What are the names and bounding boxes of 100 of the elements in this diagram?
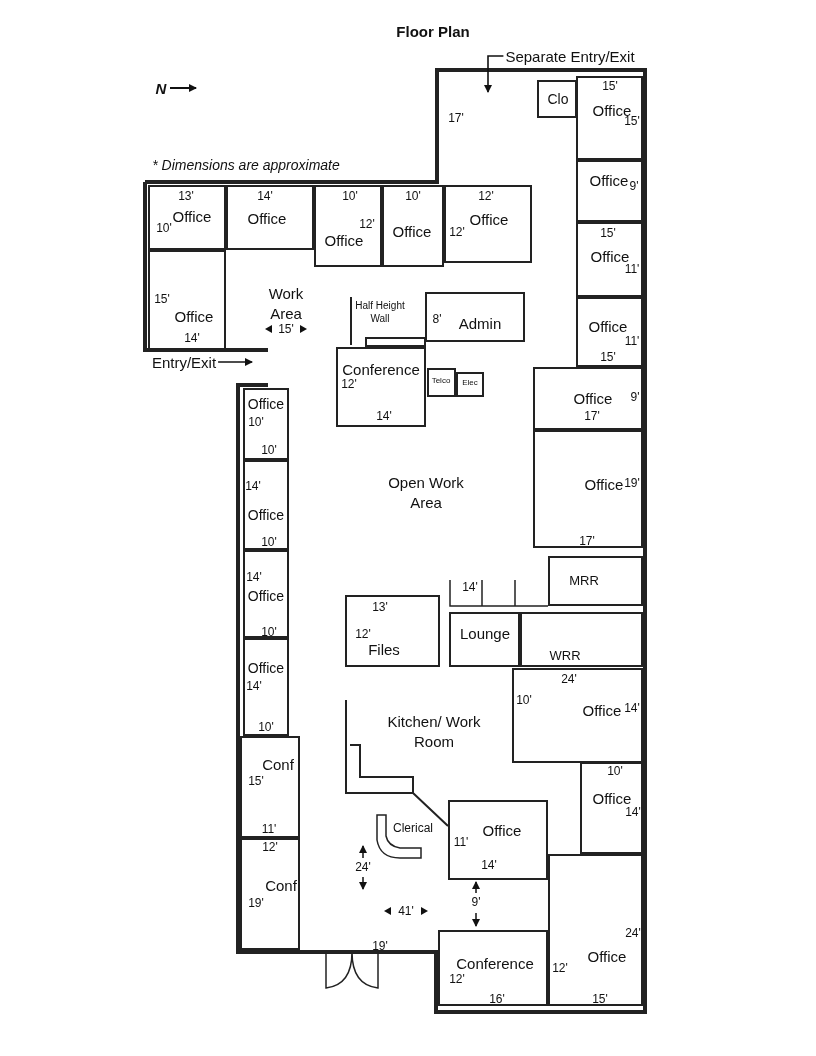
dimension-text: 19' bbox=[372, 940, 388, 952]
room-outline bbox=[537, 80, 577, 118]
room-name: Elec bbox=[462, 379, 478, 387]
room-name: Office bbox=[247, 589, 285, 603]
room-outline bbox=[580, 762, 643, 854]
area-name: Work Area bbox=[267, 283, 305, 323]
room-name: Office bbox=[590, 248, 630, 264]
title: Floor Plan bbox=[396, 23, 470, 39]
room-name: Office bbox=[247, 210, 287, 226]
arrow bbox=[484, 55, 505, 93]
entry-label: Entry/Exit bbox=[151, 354, 217, 370]
room-outline bbox=[243, 388, 289, 460]
dimension-text: 24' bbox=[355, 861, 371, 873]
room-outline bbox=[576, 76, 643, 160]
room-outline bbox=[240, 838, 300, 950]
room-name: Office bbox=[247, 508, 285, 522]
room-name: Office bbox=[174, 308, 214, 324]
room-name: Lounge bbox=[459, 625, 511, 641]
room-name: Conf bbox=[265, 877, 297, 893]
room-name: Telco bbox=[431, 377, 451, 385]
room-name: Office bbox=[592, 790, 632, 806]
dimension-text: 10' bbox=[607, 765, 623, 777]
dimension-text: 19' bbox=[624, 477, 640, 489]
dimension-text: 10' bbox=[156, 222, 172, 234]
room-name: Conf bbox=[262, 756, 294, 772]
room-name: MRR bbox=[569, 573, 599, 587]
room-name: Office bbox=[247, 661, 285, 675]
dimension-text: 10' bbox=[261, 536, 277, 548]
room-name: Office bbox=[588, 318, 628, 334]
dimension-text: 24' bbox=[625, 927, 641, 939]
equipment-label: Clerical bbox=[393, 822, 433, 834]
room-name: Office bbox=[469, 211, 509, 227]
dimension-text: 15' bbox=[600, 351, 616, 363]
room-outline bbox=[226, 185, 314, 250]
dimension-text: 9' bbox=[630, 391, 640, 403]
room-name: Office bbox=[324, 232, 364, 248]
dimension-text: 12' bbox=[552, 962, 568, 974]
room-outline bbox=[449, 612, 520, 667]
dimension-text: 41' bbox=[398, 905, 414, 917]
room-outline bbox=[243, 638, 289, 736]
dimension-text: 11' bbox=[624, 263, 640, 275]
room-outline bbox=[427, 368, 456, 397]
dimension-text: 12' bbox=[449, 973, 465, 985]
dimension-text: 10' bbox=[261, 626, 277, 638]
room-outline bbox=[456, 372, 484, 397]
dimension-text: 24' bbox=[561, 673, 577, 685]
room-name: Office bbox=[589, 172, 629, 188]
dimension-text: 14' bbox=[245, 480, 261, 492]
note-text: * Dimensions are approximate bbox=[152, 158, 340, 172]
dimension-text: 14' bbox=[246, 680, 262, 692]
dimension-text: 14' bbox=[257, 190, 273, 202]
room-outline bbox=[148, 185, 226, 250]
dimension-text: 14' bbox=[625, 806, 641, 818]
room-outline bbox=[314, 185, 382, 267]
dimension-text: 11' bbox=[624, 335, 640, 347]
room-outline bbox=[512, 668, 643, 763]
room-outline bbox=[148, 250, 226, 350]
arrow bbox=[217, 358, 253, 366]
room-outline bbox=[520, 612, 643, 667]
dimension-text: 14' bbox=[246, 571, 262, 583]
dimension-text: 10' bbox=[261, 444, 277, 456]
room-name: Office bbox=[392, 223, 432, 239]
entry-label: Separate Entry/Exit bbox=[505, 48, 635, 64]
dimension-text: 17' bbox=[579, 535, 595, 547]
dimension-text: 12' bbox=[262, 841, 278, 853]
room-name: Conference bbox=[456, 955, 534, 971]
room-name: Files bbox=[368, 641, 400, 657]
room-outline bbox=[240, 736, 300, 838]
dimension-text: 14' bbox=[462, 581, 478, 593]
area-name: Kitchen/ Work Room bbox=[386, 711, 482, 751]
dimension-text: 15' bbox=[592, 993, 608, 1005]
area-name: Open Work Area bbox=[387, 472, 465, 512]
room-outline bbox=[425, 292, 525, 342]
dimension-text: 17' bbox=[448, 112, 464, 124]
room-outline bbox=[548, 556, 643, 606]
wall-note: Half Height Wall bbox=[354, 299, 406, 325]
room-outline bbox=[548, 854, 643, 1006]
room-name: Office bbox=[587, 948, 627, 964]
room-outline bbox=[533, 430, 643, 548]
dimension-text: 12' bbox=[355, 628, 371, 640]
dimension-text: 17' bbox=[584, 410, 600, 422]
dimension-text: 9' bbox=[471, 896, 481, 908]
dimension-text: 14' bbox=[376, 410, 392, 422]
dimension-text: 10' bbox=[405, 190, 421, 202]
room-name: Office bbox=[584, 476, 624, 492]
room-outline bbox=[243, 460, 289, 550]
room-outline bbox=[345, 595, 440, 667]
dimension-text: 12' bbox=[449, 226, 465, 238]
room-outline bbox=[336, 347, 426, 427]
dimension-text: 11' bbox=[453, 836, 469, 848]
compass-letter: N bbox=[155, 80, 167, 96]
dimension-text: 13' bbox=[372, 601, 388, 613]
room-outline bbox=[576, 160, 643, 222]
dimension-text: 15' bbox=[248, 775, 264, 787]
room-name: Office bbox=[482, 822, 522, 838]
dimension-text: 10' bbox=[258, 721, 274, 733]
dimension-text: 14' bbox=[184, 332, 200, 344]
dimension-text: 14' bbox=[624, 702, 640, 714]
room-name: Office bbox=[582, 702, 622, 718]
room-outline bbox=[243, 550, 289, 638]
